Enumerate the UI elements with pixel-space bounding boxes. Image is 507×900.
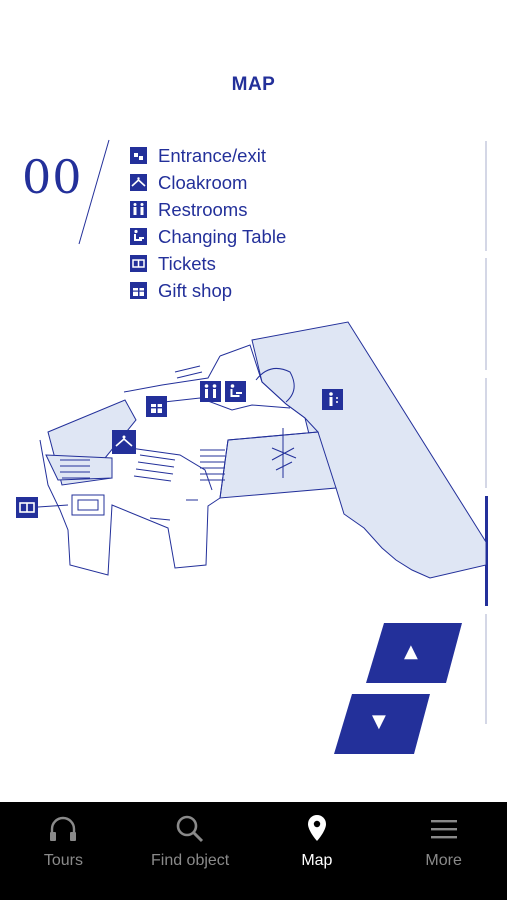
tab-bar: Tours Find object Map More	[0, 802, 507, 900]
accessible-restroom-icon[interactable]	[322, 389, 343, 410]
tab-label: Map	[301, 852, 333, 869]
legend-item-entrance: Entrance/exit	[130, 142, 286, 169]
ticket-icon	[130, 255, 147, 272]
floor-down-button[interactable]: ▼	[334, 694, 430, 754]
tab-tours[interactable]: Tours	[0, 802, 127, 900]
tab-more[interactable]: More	[380, 802, 507, 900]
changing-table-icon	[130, 228, 147, 245]
legend-label: Restrooms	[158, 198, 248, 220]
tab-map[interactable]: Map	[254, 802, 381, 900]
legend-label: Cloakroom	[158, 171, 248, 193]
map-legend: Entrance/exit Cloakroom Restrooms Changi…	[130, 142, 286, 304]
floor-track-segment	[485, 258, 487, 370]
tab-find-object[interactable]: Find object	[127, 802, 254, 900]
gift-icon[interactable]	[146, 396, 167, 417]
down-arrow-icon: ▼	[372, 711, 386, 732]
floor-track-segment	[485, 141, 487, 251]
legend-label: Gift shop	[158, 279, 233, 301]
cloakroom-icon	[130, 174, 147, 191]
legend-label: Entrance/exit	[158, 144, 266, 166]
ticket-icon[interactable]	[16, 497, 38, 518]
legend-label: Tickets	[158, 252, 216, 274]
up-arrow-icon: ▲	[404, 641, 418, 662]
changing-table-icon[interactable]	[225, 381, 246, 402]
tab-label: Find object	[150, 852, 230, 869]
tab-label: More	[425, 852, 462, 869]
legend-item-tickets: Tickets	[130, 250, 286, 277]
restroom-icon[interactable]	[200, 381, 221, 402]
floor-plan[interactable]	[0, 310, 507, 600]
restroom-icon	[130, 201, 147, 218]
floor-divider	[78, 139, 110, 245]
legend-item-gift-shop: Gift shop	[130, 277, 286, 304]
tab-label: Tours	[43, 852, 83, 869]
legend-item-cloakroom: Cloakroom	[130, 169, 286, 196]
legend-item-changing-table: Changing Table	[130, 223, 286, 250]
floor-number: 00	[22, 150, 83, 204]
gift-icon	[130, 282, 147, 299]
legend-item-restrooms: Restrooms	[130, 196, 286, 223]
menu-icon	[430, 820, 457, 839]
cloakroom-icon[interactable]	[112, 430, 136, 454]
legend-label: Changing Table	[158, 225, 287, 247]
search-icon	[176, 815, 204, 843]
floor-track-segment	[485, 378, 487, 488]
headphones-icon	[50, 816, 77, 841]
map-pin-icon	[307, 815, 326, 841]
entrance-icon	[130, 147, 147, 164]
page-title: MAP	[231, 74, 276, 95]
floor-up-button[interactable]: ▲	[366, 623, 462, 683]
floor-track-segment	[485, 614, 487, 724]
